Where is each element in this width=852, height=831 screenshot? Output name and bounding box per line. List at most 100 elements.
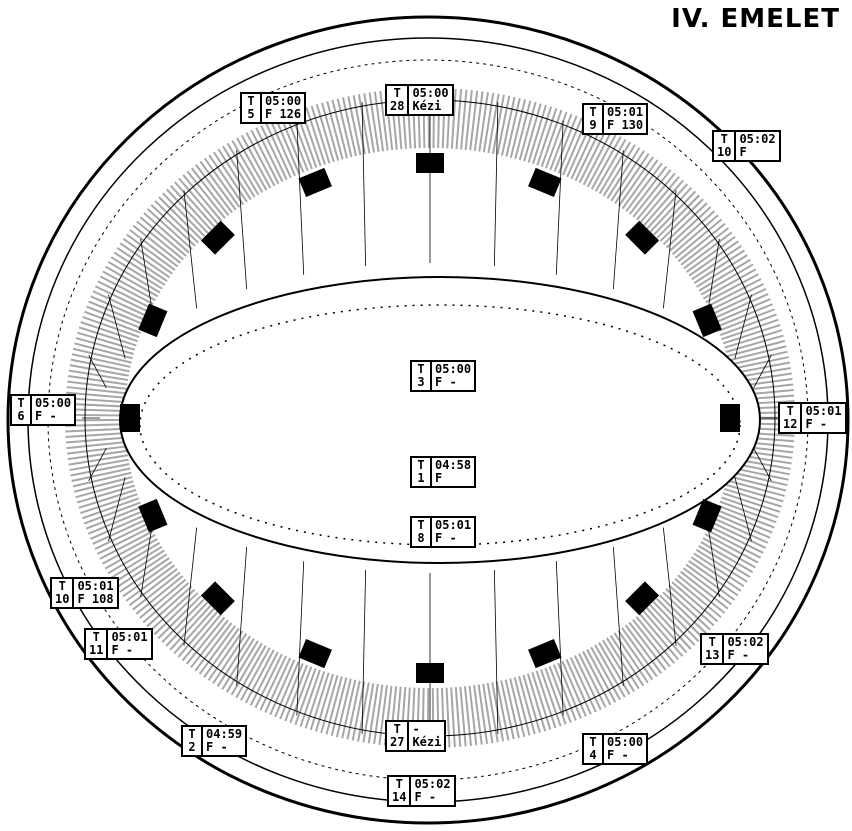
aisle-line [140,504,157,597]
marker-type: T [589,735,597,749]
marker-type: T [786,404,794,418]
aisle-line [493,102,499,266]
marker-number: 2 [188,740,196,754]
marker-time: 05:00 [412,86,449,100]
aisle-line [493,570,499,734]
stand-block [298,638,332,669]
marker-time: - [412,722,420,736]
marker-field: F [435,471,443,485]
marker-time: 05:00 [35,396,72,410]
marker-type: T [393,722,401,736]
aisle-line [108,294,126,359]
marker-type: T [17,396,25,410]
marker-field: F 108 [77,592,114,606]
marker-type: T [417,362,425,376]
stand-block [692,498,722,533]
stand-block [200,220,235,255]
marker-field: F - [414,790,437,804]
marker-number: 10 [55,592,70,606]
marker-type: T [395,777,403,791]
marker-type: T [720,132,728,146]
marker-number: 27 [390,735,405,749]
marker-field: Kézi [412,99,442,113]
aisle-line [361,102,367,266]
marker-field: F 130 [607,118,644,132]
marker-number: 5 [247,107,255,121]
aisle-line [236,546,248,686]
aisle-line [183,527,198,646]
marker-number: 12 [783,417,798,431]
marker-time: 05:01 [111,630,148,644]
marker-time: 04:59 [206,727,243,741]
stand-block [138,303,168,338]
aisle-line [612,546,624,686]
page-title: IV. EMELET [671,4,840,34]
marker-number: 14 [392,790,407,804]
marker-field: F - [206,740,228,754]
marker-type: T [589,105,597,119]
marker-number: 8 [417,531,425,545]
stand-block [528,638,562,669]
stand-block [625,220,660,255]
stand-block [692,303,722,338]
marker-type: T [188,727,196,741]
marker-time: 05:01 [435,518,472,532]
marker-field: F - [35,409,57,423]
aisle-line [296,561,305,716]
stand-block [625,581,660,616]
aisle-line [555,120,564,275]
marker-field: Kézi [412,735,442,749]
aisle-line [734,477,752,542]
marker-type: T [417,458,425,472]
aisle-line [108,477,126,542]
stand-block [200,581,235,616]
aisle-line [361,570,367,734]
marker-number: 3 [417,375,425,389]
aisle-line [703,504,720,597]
aisle-line [296,120,305,275]
aisle-line [88,448,107,482]
marker-number: 28 [390,99,405,113]
aisle-line [662,190,677,309]
marker-type: T [58,579,66,593]
outer-ring [6,15,850,825]
marker-field: F - [435,531,457,545]
aisle-line [236,150,248,290]
aisle-line [183,190,198,309]
marker-field: F [739,145,747,159]
marker-time: 05:02 [739,132,776,146]
stand-block [528,167,562,198]
marker-time: 05:01 [607,105,644,119]
marker-number: 6 [17,409,25,423]
marker-time: 05:01 [77,579,114,593]
marker-time: 05:01 [805,404,842,418]
marker-number: 10 [717,145,732,159]
marker-type: T [708,635,716,649]
marker-time: 05:00 [265,94,302,108]
marker-type: T [92,630,100,644]
marker-time: 05:00 [607,735,644,749]
aisle-line [555,561,564,716]
stand-block [120,404,140,432]
marker-time: 05:00 [435,362,472,376]
marker-type: T [393,86,401,100]
marker-field: F - [435,375,457,389]
marker-type: T [417,518,425,532]
stand-block [138,498,168,533]
aisle-line [734,294,752,359]
marker-number: 4 [589,748,597,762]
